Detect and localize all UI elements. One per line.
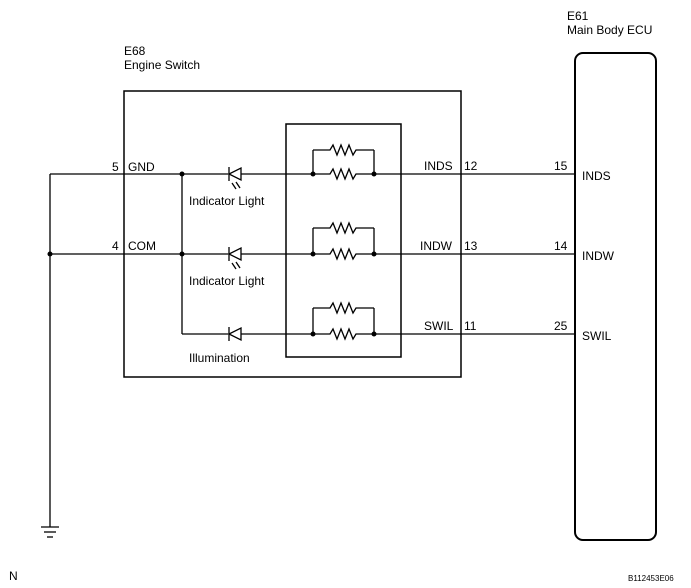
output-number-swil: 11 <box>464 319 477 333</box>
ecu-name: Main Body ECU <box>567 23 652 37</box>
pin-name-gnd: GND <box>128 160 155 174</box>
engine-switch-box <box>123 90 462 378</box>
led-label-indw: Indicator Light <box>189 274 265 288</box>
junction-dot <box>371 251 377 257</box>
engine-switch-name: Engine Switch <box>124 58 200 72</box>
ecu-pin-number-indw: 14 <box>554 239 568 253</box>
pin-name-com: COM <box>128 239 156 253</box>
resistor-module-box <box>285 123 402 358</box>
figure-code: B112453E06 <box>628 574 674 583</box>
ground-wiring <box>49 173 124 527</box>
ground-label: N <box>9 569 18 583</box>
junction-dot <box>310 171 316 177</box>
ecu-pin-name-swil: SWIL <box>582 329 612 343</box>
led-icon <box>227 166 242 190</box>
resistor-pair-icon <box>312 143 375 181</box>
ecu-pin-name-inds: INDS <box>582 169 611 183</box>
junction-dot <box>310 251 316 257</box>
engine-switch-code: E68 <box>124 44 146 58</box>
led-label-inds: Indicator Light <box>189 194 265 208</box>
pin-number-gnd: 5 <box>112 160 119 174</box>
junction-dot <box>47 251 53 257</box>
led-label-swil: Illumination <box>189 351 250 365</box>
output-name-indw: INDW <box>420 239 453 253</box>
resistor-pair-icon <box>312 301 375 341</box>
junction-dot <box>371 171 377 177</box>
output-name-swil: SWIL <box>424 319 454 333</box>
junction-dot <box>179 171 185 177</box>
led-icon <box>227 246 242 270</box>
output-name-inds: INDS <box>424 159 453 173</box>
ground-symbol-icon <box>41 526 59 538</box>
ecu-code: E61 <box>567 9 589 23</box>
ecu-pin-number-swil: 25 <box>554 319 568 333</box>
resistor-pair-icon <box>312 221 375 261</box>
ecu-pin-name-indw: INDW <box>582 249 615 263</box>
output-number-inds: 12 <box>464 159 478 173</box>
ecu-body <box>574 52 657 541</box>
output-number-indw: 13 <box>464 239 478 253</box>
junction-dot <box>371 331 377 337</box>
pin-number-com: 4 <box>112 239 119 253</box>
led-icon <box>227 326 242 342</box>
junction-dot <box>310 331 316 337</box>
junction-dot <box>179 251 185 257</box>
ecu-pin-number-inds: 15 <box>554 159 568 173</box>
